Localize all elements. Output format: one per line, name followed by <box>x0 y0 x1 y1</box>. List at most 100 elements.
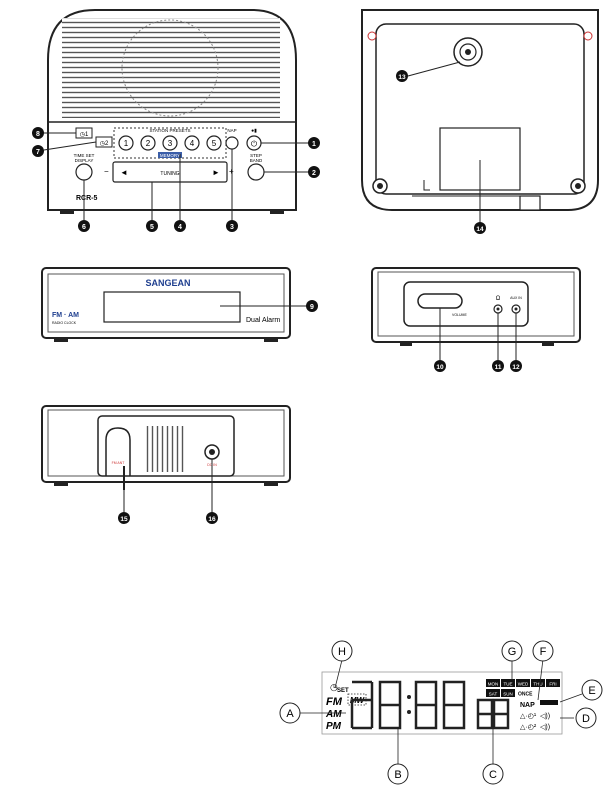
front-callouts: 1 2 3 4 5 6 7 8 <box>32 127 320 232</box>
alarm-1-indicator: △·◴¹ <box>520 713 537 720</box>
station-presets-label: STATION PRESETS <box>149 128 190 133</box>
alarm-2-indicator: △·◴² <box>520 724 537 731</box>
callout-16: 16 <box>208 516 216 523</box>
day-indicators: MON TUE WED THU FRI SAT SUN ONCE <box>486 679 560 698</box>
callout-A: A <box>286 708 294 720</box>
preset-2-label: 2 <box>146 139 151 148</box>
dual-alarm-label: Dual Alarm <box>246 317 280 324</box>
rear-body <box>361 9 599 211</box>
sleep-icon: ●▮ <box>251 128 257 134</box>
day-sun: SUN <box>503 692 513 697</box>
preset-button-5[interactable] <box>206 135 222 151</box>
model-name: RCR-5 <box>76 195 97 202</box>
display-label: DISPLAY <box>75 158 94 163</box>
callout-F: F <box>540 646 547 658</box>
top-view: SANGEAN FM · AM RADIO CLOCK Dual Alarm 9 <box>41 267 318 342</box>
nap-button[interactable] <box>225 136 239 150</box>
step-label: STEP <box>250 153 262 158</box>
front-view: STATION PRESETS 1 2 3 4 5 MEMORY ◷1 ◷2 N… <box>32 9 320 232</box>
power-icon: ⏻ <box>251 140 258 149</box>
fm-ant-label: FM ANT <box>112 461 126 465</box>
preset-5-label: 5 <box>212 139 217 148</box>
lcd-window <box>103 291 241 323</box>
day-sat: SAT <box>489 692 498 697</box>
aux-label: AUX IN <box>510 296 522 300</box>
callout-10: 10 <box>436 364 444 371</box>
lcd-detail: ◷ SET FM AM PM MW MON TUE WED THU <box>279 640 603 785</box>
preset-button-2[interactable] <box>140 135 156 151</box>
alarm-1-icon: ◷1 <box>80 132 89 138</box>
vent-slots <box>146 426 186 472</box>
callout-7: 7 <box>36 149 40 156</box>
callout-9: 9 <box>310 304 314 311</box>
cable-clip <box>519 195 541 211</box>
callout-14: 14 <box>476 226 484 233</box>
callout-C: C <box>489 769 497 781</box>
preset-4-label: 4 <box>190 139 195 148</box>
lcd-pm: PM <box>326 721 342 732</box>
tuning-bar[interactable] <box>112 161 228 183</box>
callout-11: 11 <box>495 364 502 371</box>
callout-13: 13 <box>398 74 406 81</box>
callout-H: H <box>338 646 346 658</box>
fm-am-label: FM · AM <box>52 312 79 319</box>
alarm-2-icon: ◷2 <box>100 141 109 147</box>
callout-1: 1 <box>312 141 316 148</box>
headphone-icon: Ω <box>496 296 501 302</box>
time-set-label: TIME SET <box>74 153 95 158</box>
callout-15: 15 <box>120 516 128 523</box>
preset-button-4[interactable] <box>184 135 200 151</box>
radio-text: RADIO CLOCK <box>52 321 77 325</box>
callout-E: E <box>588 685 595 697</box>
preset-button-1[interactable] <box>118 135 134 151</box>
screw-top-left <box>367 31 377 41</box>
time-set-display-button[interactable] <box>75 163 93 181</box>
callout-5: 5 <box>150 224 154 231</box>
preset-buttons: 1 2 3 4 5 <box>118 135 222 151</box>
signal-bars <box>540 700 558 705</box>
memory-label: MEMORY <box>160 153 180 158</box>
screw-top-right <box>583 31 593 41</box>
memory-badge <box>158 152 182 158</box>
rear-view: 13 14 <box>361 9 599 234</box>
day-once: ONCE <box>518 692 533 698</box>
tuning-right-icon: ► <box>212 168 220 177</box>
callout-B: B <box>394 769 401 781</box>
day-tue: TUE <box>504 682 513 687</box>
callout-D: D <box>582 713 590 725</box>
lcd-fm: FM <box>326 696 343 708</box>
callout-3: 3 <box>230 224 234 231</box>
day-fri: FRI <box>549 682 556 687</box>
callout-6: 6 <box>82 224 86 231</box>
step-band-button[interactable] <box>247 163 265 181</box>
callout-G: G <box>508 646 517 658</box>
preset-3-label: 3 <box>168 139 173 148</box>
alarm-1-buzzer-icon: ◁)) <box>540 713 550 720</box>
nap-label: NAP <box>227 128 236 133</box>
bottom-view: FM ANT DC IN 15 16 <box>41 405 291 524</box>
antenna-hook <box>105 427 131 476</box>
lcd-set: SET <box>337 688 349 694</box>
brand-logo: SANGEAN <box>145 278 190 288</box>
callout-12: 12 <box>512 364 520 371</box>
clock-icon: ◷ <box>330 682 338 692</box>
alarm-2-buzzer-icon: ◁)) <box>540 724 550 731</box>
sleep-indicator <box>477 699 493 715</box>
lcd-nap: NAP <box>520 702 535 709</box>
day-mon: MON <box>488 682 499 687</box>
callout-4: 4 <box>178 224 182 231</box>
side-view: VOLUME Ω AUX IN 10 11 12 <box>371 267 581 372</box>
volume-wheel[interactable] <box>417 293 463 309</box>
callout-2: 2 <box>312 170 316 177</box>
tuning-left-icon: ◄ <box>120 168 128 177</box>
speaker-cone-outline <box>121 19 219 117</box>
speaker-grille <box>62 18 280 118</box>
tuning-minus-label: − <box>104 167 109 176</box>
day-thu: THU <box>533 682 542 687</box>
preset-button-3[interactable] <box>162 135 178 151</box>
tuning-label: TUNING <box>160 171 179 177</box>
band-label: BAND <box>250 158 263 163</box>
lcd-callouts: A B C D E F G H <box>279 640 603 785</box>
volume-label: VOLUME <box>452 313 467 317</box>
